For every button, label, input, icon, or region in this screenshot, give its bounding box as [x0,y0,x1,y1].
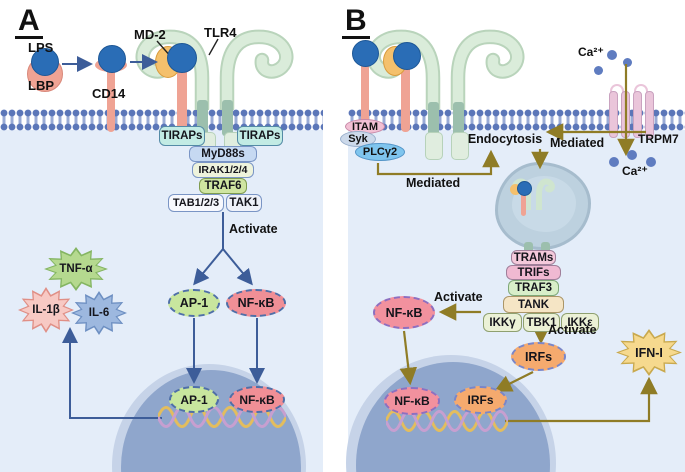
trpm7-helix-3 [633,91,642,138]
ca-ion [607,50,617,60]
trams-box: TRAMs [511,250,556,265]
tiraps-box-right: TIRAPs [237,126,283,146]
tlr4-lps-ball [167,43,197,73]
activate-label-irfs: Activate [548,323,597,337]
ca-ion [609,157,619,167]
il6-starburst: IL-6 [71,291,127,335]
activate-label-a: Activate [229,222,278,236]
ca-ion [594,66,603,75]
ap1-oval: AP-1 [168,289,220,317]
endocytosis-label: Endocytosis [467,132,543,146]
ifn1-label: IFN-I [635,345,663,360]
trpm7-helix-1 [609,91,618,138]
ca-top-label: Ca²⁺ [578,45,604,59]
panel-b-label: B [342,6,370,39]
b-tm-stem-right [453,102,464,136]
ca-ion [627,150,637,160]
irfs-oval: IRFs [511,342,566,371]
nfkb-nucleus-oval-b: NF-κB [384,387,440,415]
il1b-starburst: IL-1β [18,287,74,333]
activate-label-nfkb: Activate [434,290,483,304]
b-cd14-stem [361,54,369,134]
il1b-label: IL-1β [32,304,60,316]
tnf-label: TNF-α [59,263,93,275]
trpm7-helix-2 [621,91,630,138]
traf3-box: TRAF3 [508,280,559,296]
mediated-label-right: Mediated [550,136,605,150]
nfkb-nucleus-oval-a: NF-κB [229,386,285,413]
tab123-box: TAB1/2/3 [168,194,224,212]
cd14-label: CD14 [92,86,126,101]
md2-label: MD-2 [134,27,166,42]
ca-ion [646,157,656,167]
irfs-nucleus-oval: IRFs [454,386,507,414]
lps-ball [31,48,59,76]
tlr4-label: TLR4 [204,25,237,40]
endosome-md2 [510,184,521,195]
endosome-stem [521,192,526,216]
lps-label: LPS [28,40,54,55]
traf6-box: TRAF6 [199,178,247,194]
ap1-nucleus-oval: AP-1 [169,386,219,413]
tlr4-complex-stem [177,58,187,132]
trifs-box: TRIFs [506,265,561,280]
b-cd14-ball [352,40,379,67]
b-tm-stem-left [428,102,439,136]
tak1-box: TAK1 [226,194,262,212]
tlr4-tm-stem-left [197,100,208,136]
nfkb-oval-b: NF-κB [373,296,435,329]
tnf-starburst: TNF-α [44,247,108,291]
ca-ion [623,58,632,67]
ifn1-starburst: IFN-I [616,329,682,376]
trpm7-helix-4 [645,91,654,138]
tiraps-box-left: TIRAPs [159,126,205,146]
ikk-gamma-box: IKKγ [483,313,522,332]
panel-a-label: A [15,6,43,39]
trpm7-loop-1 [610,84,624,93]
nfkb-oval-a: NF-κB [226,289,286,317]
tank-box: TANK [503,296,564,313]
plcg2-oval: PLCγ2 [355,143,405,161]
syk-oval: Syk [340,131,376,147]
cd14-lps-ball [98,45,126,73]
tlr4-tm-stem-right [222,100,233,136]
endosome-lps [517,181,532,196]
mediated-label-lower: Mediated [406,176,461,190]
myd88s-box: MyD88s [189,146,257,162]
cd14-stem [107,64,115,132]
b-tlr4-stem [401,56,410,132]
trpm7-loop-2 [634,84,648,93]
b-lps-ball [393,42,421,70]
endosome-leg-left [524,242,533,254]
trpm7-label: TRPM7 [638,132,679,146]
ca-bottom-label: Ca²⁺ [622,164,648,178]
b-tlr4-dimer [351,26,541,110]
lbp-label: LBP [28,78,54,93]
endosome-leg-right [541,242,550,254]
il6-label: IL-6 [88,307,110,319]
b-foot-left [425,132,443,160]
ikk-epsilon-box: IKKε [561,313,599,332]
irak-box: IRAK1/2/4 [192,162,254,178]
